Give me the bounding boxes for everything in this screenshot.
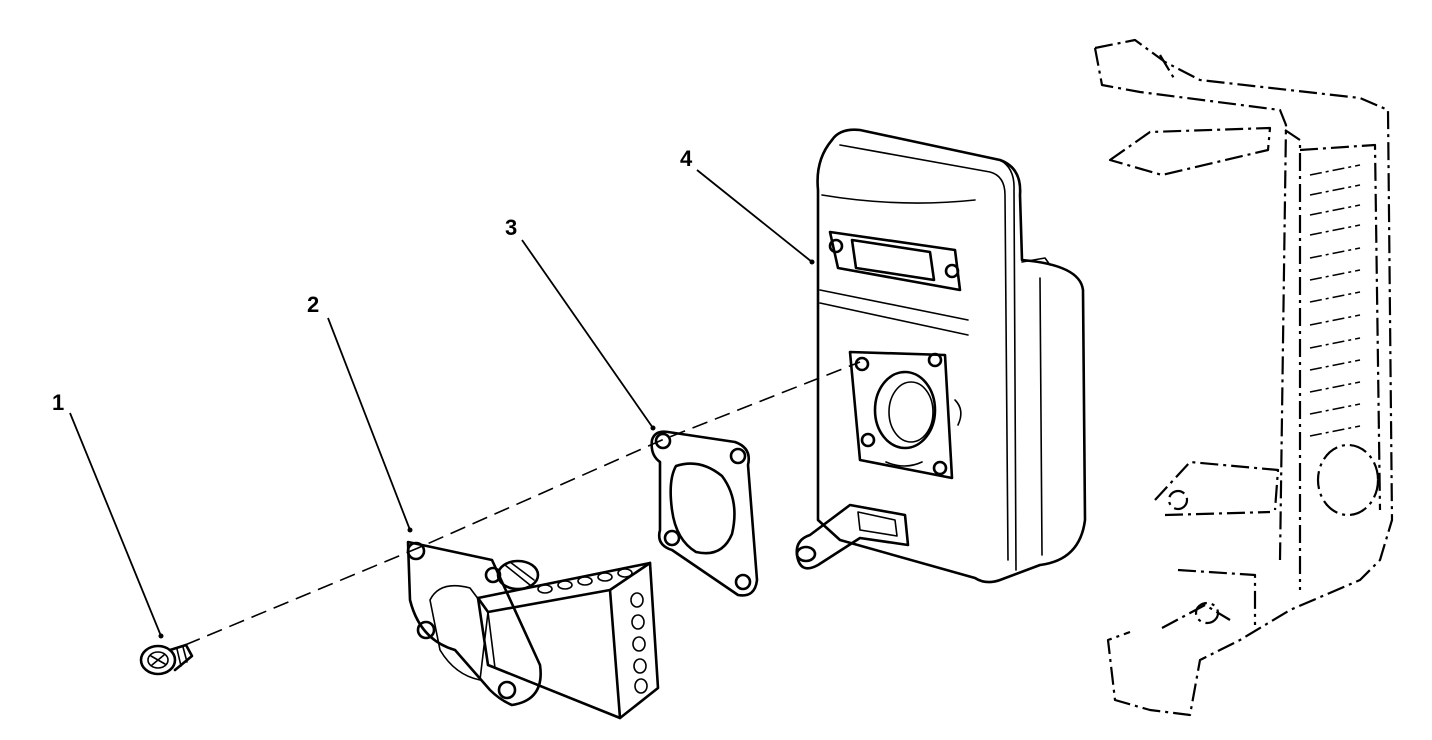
part-4-muffler xyxy=(795,128,1087,584)
callout-part-1: 1 xyxy=(52,390,64,415)
leader-line-2 xyxy=(327,317,411,531)
leader-line-1 xyxy=(69,412,162,637)
engine-housing-phantom xyxy=(1093,38,1394,717)
assembly-centerline xyxy=(184,361,861,646)
part-3-gasket xyxy=(650,430,759,597)
leader-line-3 xyxy=(521,239,654,429)
callout-part-2: 2 xyxy=(307,292,319,317)
leader-line-4 xyxy=(696,169,813,263)
callout-part-4: 4 xyxy=(680,146,693,171)
part-1-screw xyxy=(139,643,194,676)
callout-part-3: 3 xyxy=(505,215,517,240)
part-2-deflector xyxy=(406,540,660,720)
